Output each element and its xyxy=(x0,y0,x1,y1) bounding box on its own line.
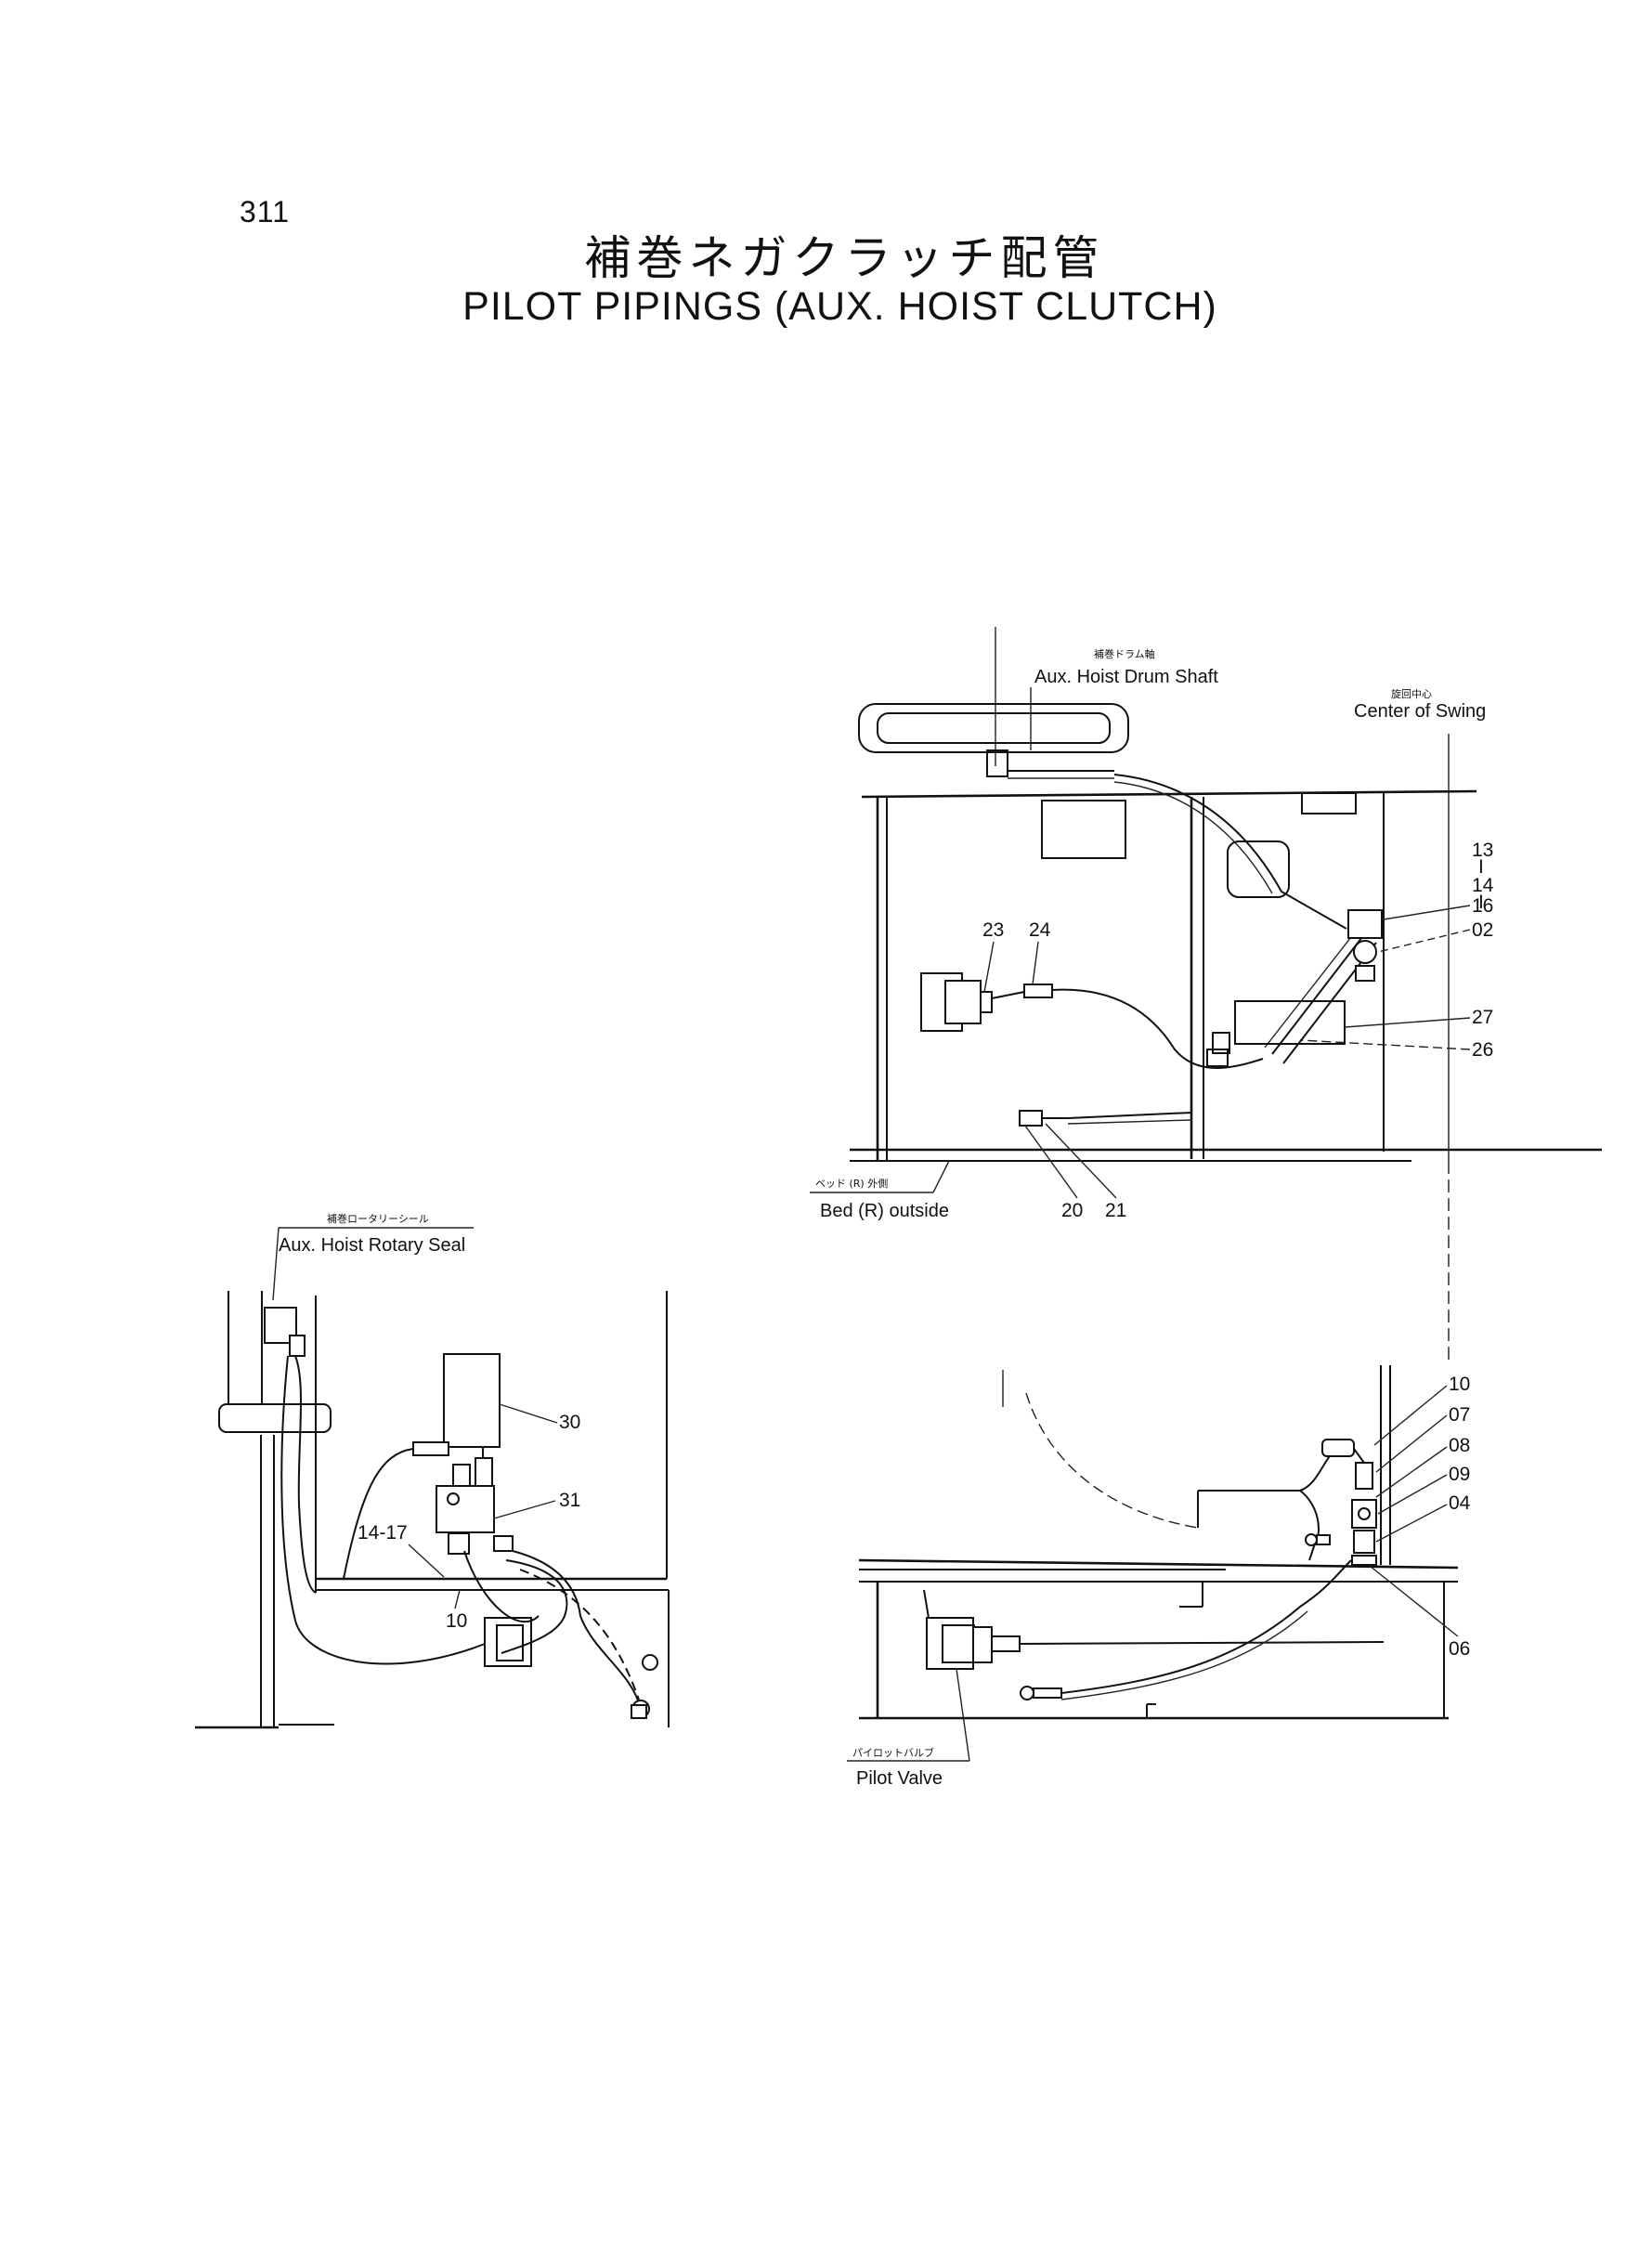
label-aux-hoist-drum-shaft-jp: 補巻ドラム軸 xyxy=(1094,647,1155,660)
fitting-07 xyxy=(1321,1439,1355,1457)
callout-10-side: 10 xyxy=(1449,1374,1470,1395)
callout-31: 31 xyxy=(559,1490,580,1511)
callout-26: 26 xyxy=(1472,1039,1493,1061)
page-number: 311 xyxy=(240,195,291,228)
block-31 xyxy=(436,1485,495,1533)
fitting-20 xyxy=(1019,1110,1043,1127)
left-view: 補巻ロータリーシール Aux. Hoist Rotary Seal xyxy=(195,1213,670,1729)
aux-hoist-drum xyxy=(858,703,1129,753)
label-center-of-swing-jp: 旋回中心 xyxy=(1391,687,1432,700)
frame-top-edge xyxy=(861,789,1477,799)
block-16 xyxy=(1347,909,1383,939)
page-title-english: PILOT PIPINGS (AUX. HOIST CLUTCH) xyxy=(462,284,1217,329)
fitting-02 xyxy=(1353,940,1377,964)
pipe-upper-run xyxy=(1198,1448,1338,1492)
callout-10-left: 10 xyxy=(446,1610,467,1632)
callout-14-17: 14-17 xyxy=(358,1522,408,1544)
aux-hoist-drum-inner xyxy=(877,712,1111,744)
callout-07: 07 xyxy=(1449,1404,1470,1426)
tank-pad xyxy=(1227,840,1290,898)
rotary-flange xyxy=(218,1403,332,1433)
label-aux-hoist-rotary-seal-jp: 補巻ロータリーシール xyxy=(327,1213,429,1225)
pipe-24-26 xyxy=(1051,988,1264,1069)
pipe-drum-16 xyxy=(1113,774,1347,930)
deck-top xyxy=(858,1558,1459,1570)
fitting-08 xyxy=(1355,1462,1373,1490)
swing-arc xyxy=(1025,1392,1199,1529)
pipe-20-side xyxy=(1067,1112,1192,1119)
callout-30: 30 xyxy=(559,1412,580,1433)
label-bed-outside: Bed (R) outside xyxy=(820,1201,949,1221)
frame-bracket xyxy=(1041,800,1126,859)
callout-02: 02 xyxy=(1472,919,1493,941)
label-aux-hoist-drum-shaft: Aux. Hoist Drum Shaft xyxy=(1034,667,1218,687)
side-view: 10 07 08 09 04 06 パイロットバルブ Pilot Valve xyxy=(847,1365,1471,1789)
pipe-lower-branch xyxy=(1060,1559,1352,1694)
frame-plate xyxy=(1301,792,1357,814)
pipe-block-right xyxy=(512,1550,642,1710)
top-view: 補巻ドラム軸 Aux. Hoist Drum Shaft 旋回中心 Center… xyxy=(810,627,1602,1365)
label-center-of-swing: Center of Swing xyxy=(1354,701,1486,722)
fitting-06 xyxy=(1351,1555,1377,1566)
callout-24: 24 xyxy=(1029,919,1051,941)
callout-06: 06 xyxy=(1449,1638,1470,1660)
pipe-pilot-valve xyxy=(1019,1641,1385,1645)
drum-shaft-stub xyxy=(986,749,1008,777)
fitting-lower xyxy=(1020,1686,1034,1700)
callout-13-14-divider: I xyxy=(1478,856,1484,878)
label-aux-hoist-rotary-seal: Aux. Hoist Rotary Seal xyxy=(279,1235,465,1256)
component-27 xyxy=(1234,1000,1346,1045)
callout-21: 21 xyxy=(1105,1200,1126,1221)
callout-04: 04 xyxy=(1449,1492,1471,1514)
label-pilot-valve: Pilot Valve xyxy=(856,1768,943,1789)
label-pilot-valve-jp: パイロットバルブ xyxy=(852,1746,934,1759)
callout-20: 20 xyxy=(1061,1200,1083,1221)
fitting-24 xyxy=(1023,984,1053,998)
pipe-02-27 xyxy=(1271,932,1366,1055)
callout-08: 08 xyxy=(1449,1435,1470,1456)
pipe-seal-valve xyxy=(294,1620,486,1665)
callout-09: 09 xyxy=(1449,1464,1470,1485)
callout-23: 23 xyxy=(982,919,1004,941)
callout-27: 27 xyxy=(1472,1007,1493,1028)
callout-14-16-divider: I xyxy=(1478,892,1484,913)
pipe-rotary-seal xyxy=(294,1355,317,1594)
callout-16: 16 xyxy=(1472,895,1493,917)
component-30 xyxy=(443,1353,501,1448)
label-bed-outside-jp: ベッド (R) 外側 xyxy=(815,1178,888,1190)
callout-14: 14 xyxy=(1472,875,1494,896)
fitting-04 xyxy=(1353,1530,1375,1554)
pipe-30-block xyxy=(343,1448,414,1580)
page-title-japanese: 補巻ネガクラッチ配管 xyxy=(584,231,1105,285)
callout-13: 13 xyxy=(1472,840,1493,861)
